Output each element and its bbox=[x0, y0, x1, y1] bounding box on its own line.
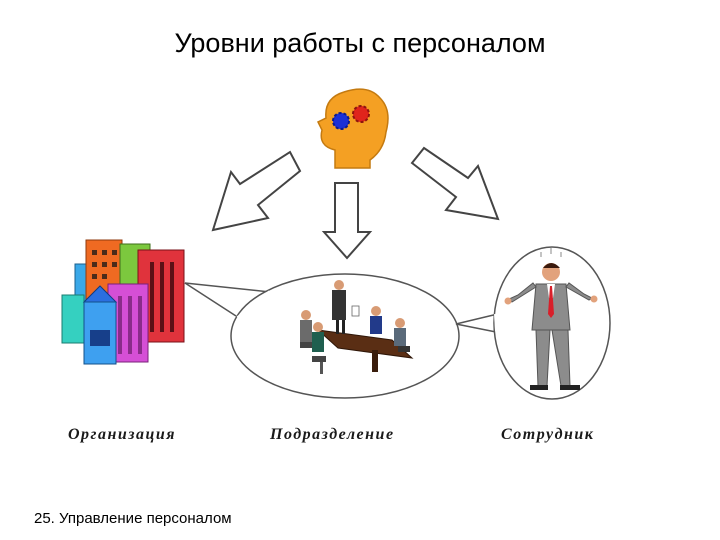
organization-buildings-icon bbox=[61, 239, 185, 365]
meeting-icon bbox=[300, 280, 414, 374]
arrow-right bbox=[410, 146, 500, 221]
employee-label: Сотрудник bbox=[501, 426, 595, 443]
organization-label: Организация bbox=[68, 426, 177, 443]
arrow-down bbox=[321, 182, 373, 260]
employee-man-icon bbox=[504, 248, 598, 390]
head-with-gears-icon bbox=[316, 88, 389, 169]
arrow-left bbox=[211, 150, 302, 232]
footer-text: 25. Управление персоналом bbox=[34, 510, 232, 527]
department-label: Подразделение bbox=[270, 426, 395, 443]
page-title: Уровни работы с персоналом bbox=[174, 28, 546, 58]
